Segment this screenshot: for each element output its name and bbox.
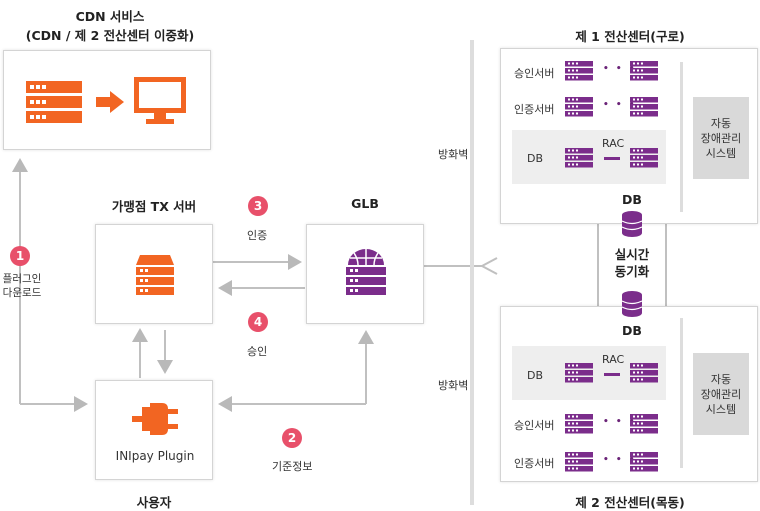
dc2-row-auth: 인증서버 — [514, 457, 555, 470]
merchant-box — [95, 224, 213, 324]
dc1-rac-label: RAC — [602, 137, 625, 150]
server-icon — [630, 148, 658, 168]
server-icon — [630, 452, 658, 472]
step-3-label: 인증 — [247, 229, 268, 242]
step-2-label: 기준정보 — [272, 460, 313, 473]
server-icon — [630, 61, 658, 81]
step-4-badge: 4 — [248, 312, 268, 332]
step-3-badge: 3 — [248, 196, 268, 216]
step-2-badge: 2 — [282, 428, 302, 448]
monitor-icon — [134, 77, 186, 124]
arrow-right-icon — [96, 91, 124, 113]
server-icon — [136, 255, 174, 295]
dc2-title: 제 2 전산센터(목동) — [575, 495, 685, 510]
server-icon — [630, 363, 658, 383]
server-icon — [630, 97, 658, 117]
sync-cover-top — [612, 188, 652, 208]
server-icon — [565, 452, 593, 472]
dc1-db-label: DB — [527, 152, 544, 165]
dc2-rac-label: RAC — [602, 353, 625, 366]
cdn-title: CDN 서비스 (CDN / 제 2 전산센터 이중화) — [25, 9, 195, 43]
server-icon — [565, 414, 593, 434]
glb-title: GLB — [351, 196, 379, 211]
user-box: INIpay Plugin — [95, 380, 213, 480]
merchant-title: 가맹점 TX 서버 — [111, 199, 197, 214]
server-icon — [565, 148, 593, 168]
globe-server-icon — [346, 249, 386, 295]
ellipsis-icon: • • • — [603, 64, 637, 74]
dc1-rac-line — [604, 157, 620, 160]
step-1-badge: 1 — [10, 246, 30, 266]
cdn-box — [3, 50, 211, 150]
server-icon — [565, 363, 593, 383]
step-4-label: 승인 — [247, 345, 268, 358]
sync-bottom-db: DB — [622, 323, 642, 338]
server-icon — [26, 81, 82, 123]
user-title: 사용자 — [136, 495, 172, 510]
server-icon — [630, 414, 658, 434]
dc2-row-approval: 승인서버 — [514, 419, 555, 432]
glb-box — [306, 224, 424, 324]
database-icon — [622, 211, 642, 237]
ellipsis-icon: • • • — [603, 100, 637, 110]
dc2-rac-line — [604, 373, 620, 376]
dc1-title: 제 1 전산센터(구로) — [575, 29, 685, 44]
sync-top-db: DB — [622, 192, 642, 207]
database-icon — [622, 291, 642, 317]
dc1-divider — [680, 62, 683, 212]
firewall-label-top: 방화벽 — [438, 148, 469, 161]
dc2-db-label: DB — [527, 369, 544, 382]
firewall-label-bottom: 방화벽 — [438, 379, 469, 392]
server-icon — [565, 61, 593, 81]
server-icon — [565, 97, 593, 117]
firewall-bar — [470, 40, 474, 505]
dc1-row-approval: 승인서버 — [514, 67, 555, 80]
ellipsis-icon: • • • — [603, 455, 637, 465]
ellipsis-icon: • • • — [603, 417, 637, 427]
plug-icon — [132, 403, 178, 435]
dc2-divider — [680, 318, 683, 468]
sync-cover-bottom — [612, 320, 652, 340]
plugin-label: INIpay Plugin — [115, 449, 195, 463]
dc1-row-auth: 인증서버 — [514, 103, 555, 116]
